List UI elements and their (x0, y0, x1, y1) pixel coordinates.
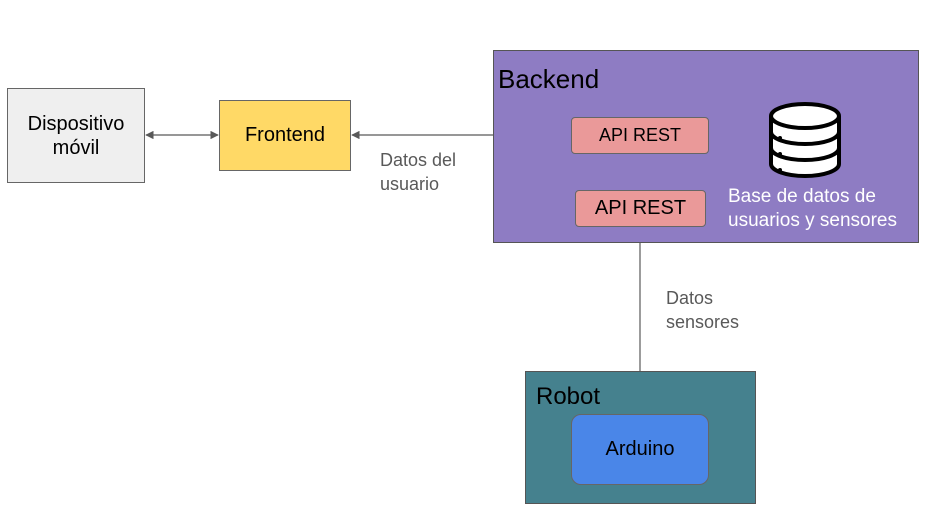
api-rest-bottom-node: API REST (575, 190, 706, 227)
mobile-device-node: Dispositivo móvil (7, 88, 145, 183)
frontend-label: Frontend (244, 124, 326, 146)
user-data-label: Datos del usuario (380, 150, 457, 194)
frontend-node: Frontend (219, 100, 351, 171)
backend-title: Backend (498, 64, 600, 94)
mobile-device-label: Dispositivo móvil (27, 112, 125, 159)
arduino-node: Arduino (571, 414, 709, 485)
api-rest-top-node: API REST (571, 117, 709, 154)
sensor-data-label: Datos sensores (666, 288, 740, 332)
arduino-label: Arduino (605, 438, 675, 460)
database-icon (769, 102, 841, 178)
api-rest-bottom-label: API REST (594, 197, 687, 219)
api-rest-top-label: API REST (598, 125, 682, 145)
robot-title: Robot (536, 383, 601, 410)
database-label: Base de datos de usuarios y sensores (728, 186, 897, 231)
